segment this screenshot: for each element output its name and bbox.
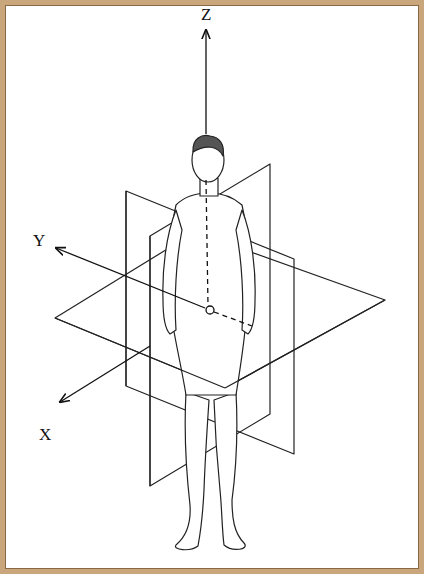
z-axis-hidden bbox=[206, 180, 208, 306]
sagittal-plane bbox=[150, 164, 270, 486]
x-axis-hidden bbox=[214, 312, 252, 326]
z-axis bbox=[205, 30, 206, 134]
x-axis bbox=[60, 346, 150, 402]
y-axis bbox=[56, 248, 205, 308]
human-figure bbox=[163, 136, 255, 550]
origin-point bbox=[206, 306, 214, 314]
y-axis-label: Y bbox=[32, 232, 46, 249]
x-axis-label: X bbox=[38, 426, 52, 443]
z-axis-label: Z bbox=[200, 6, 212, 23]
